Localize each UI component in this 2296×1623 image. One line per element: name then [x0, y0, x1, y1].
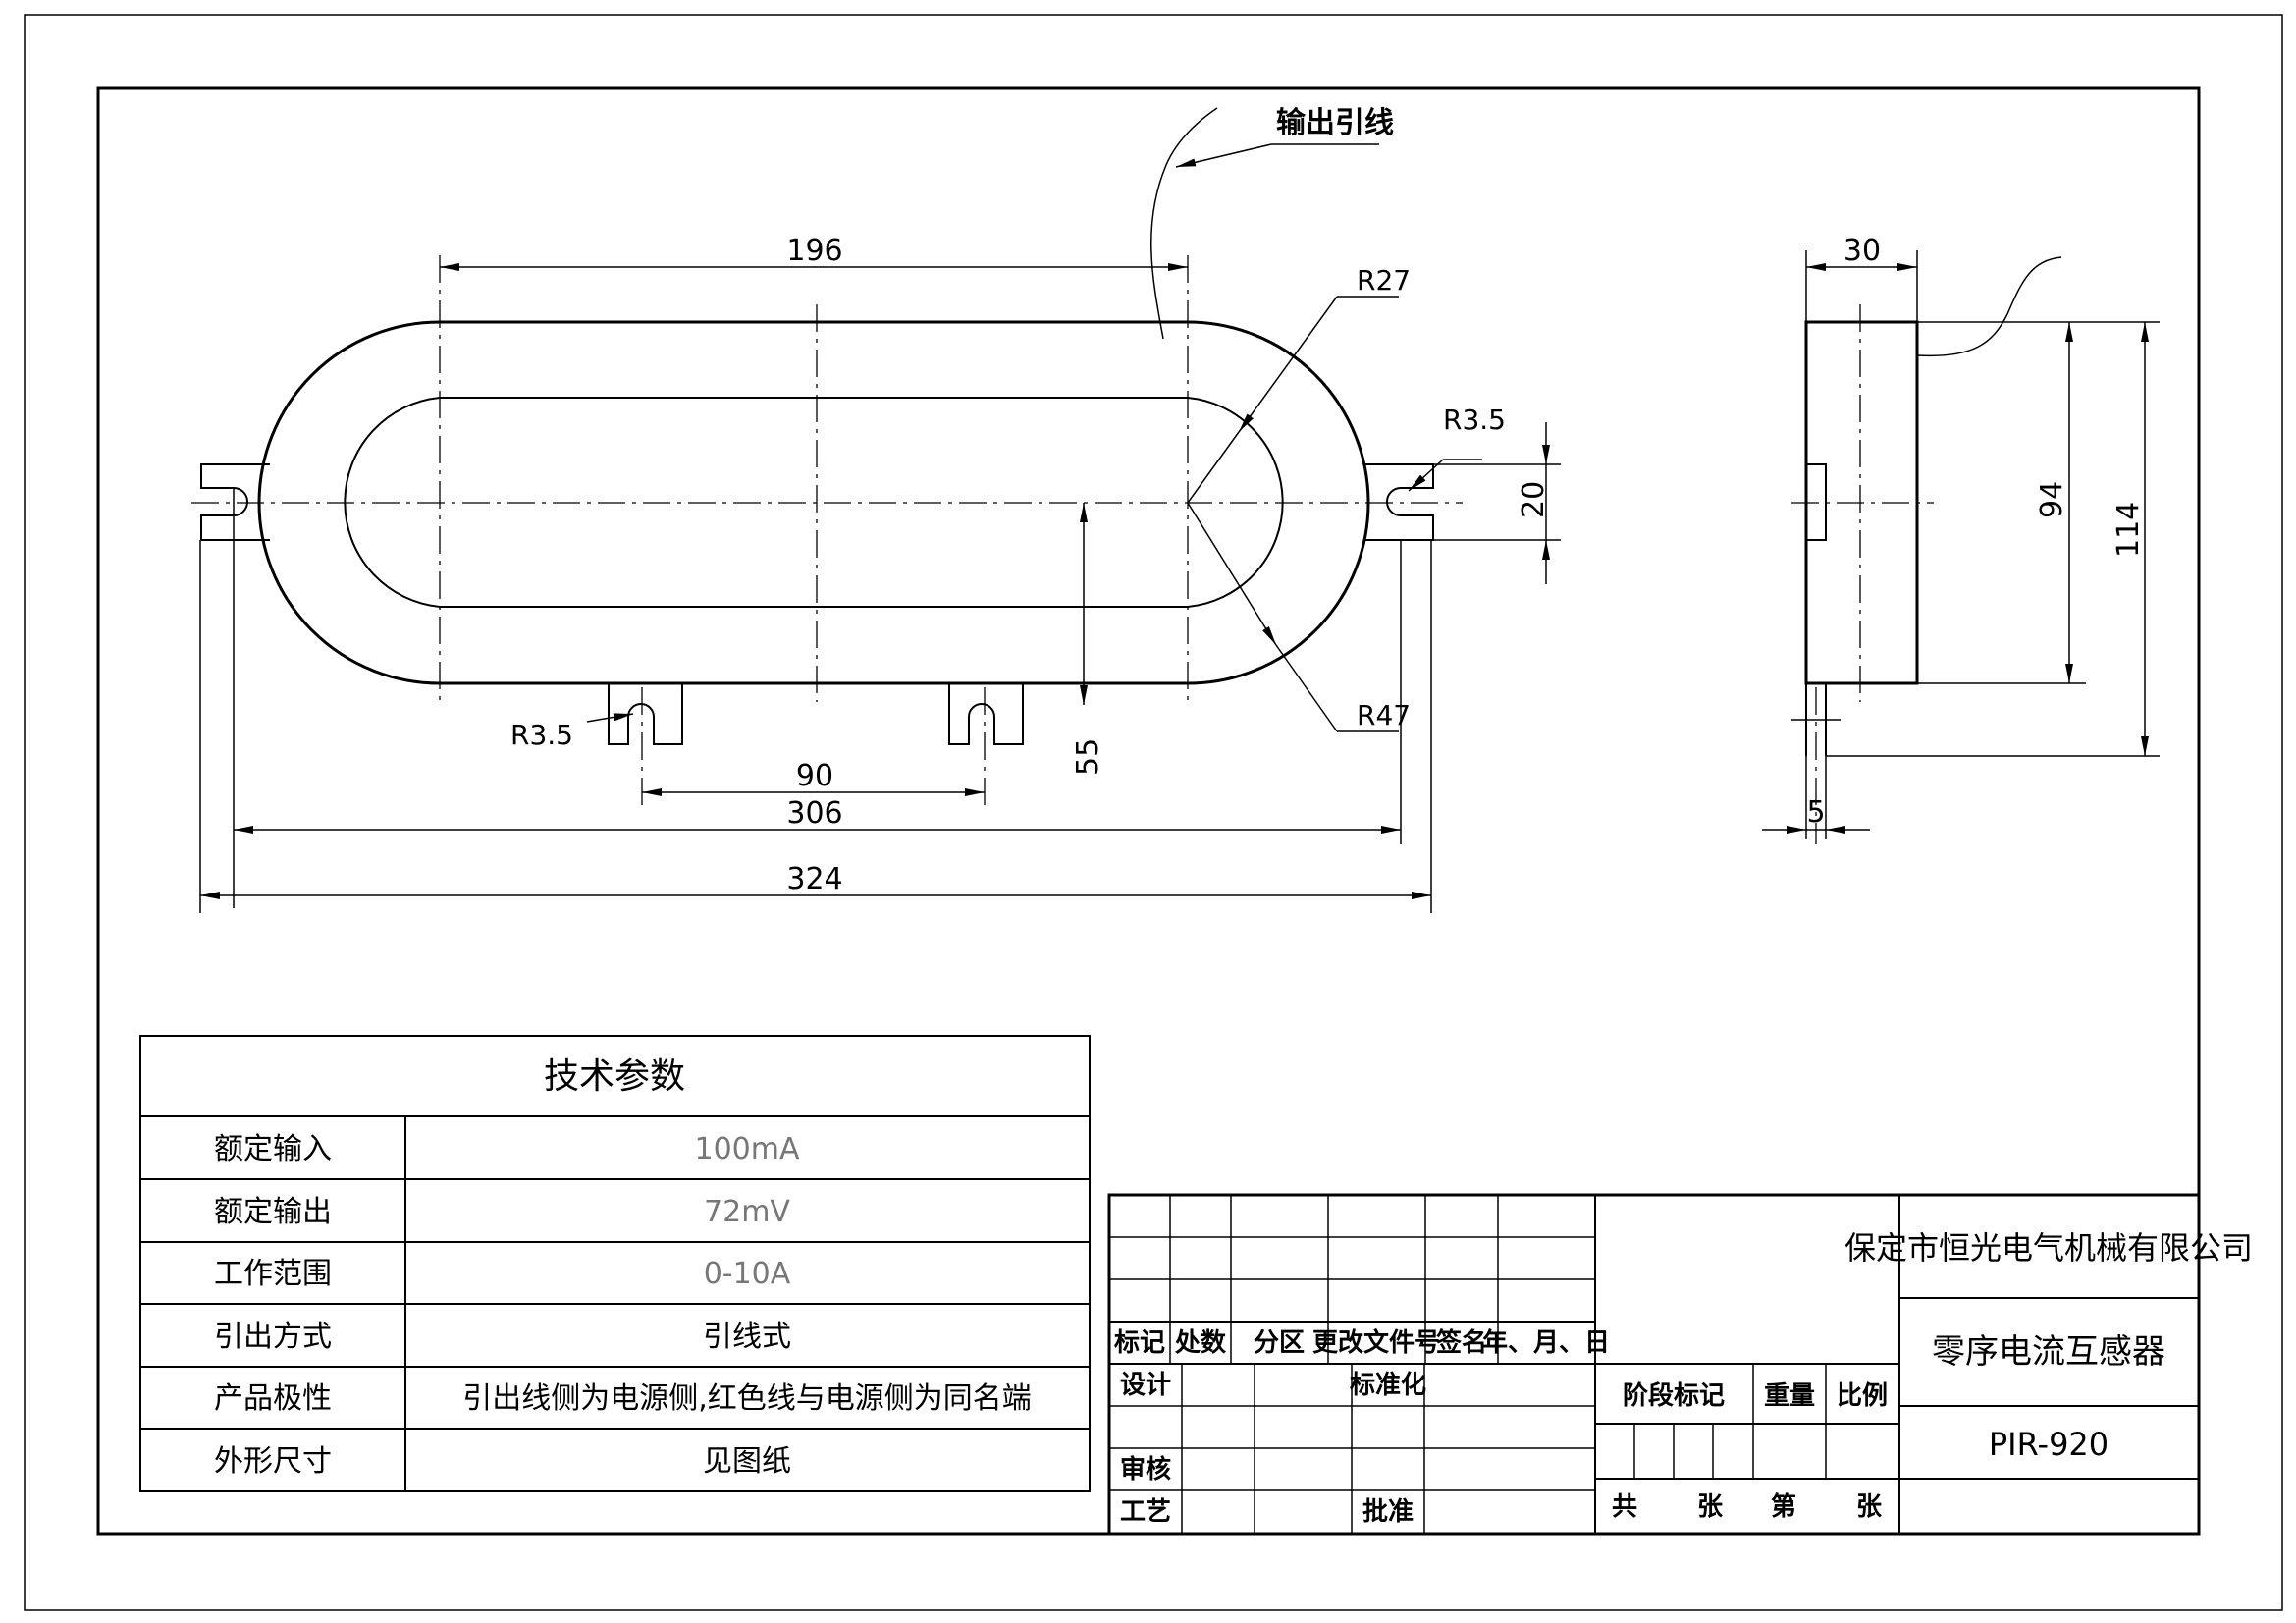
dim-90: 90 — [796, 759, 833, 793]
tech-params-table: 技术参数 额定输入 100mA 额定输出 72mV 工作范围 0-10A 引出方… — [139, 1035, 1091, 1492]
param-label: 引出方式 — [214, 1320, 332, 1354]
dim-r47: R47 — [1357, 699, 1411, 731]
tb-doc-no: 更改文件号 — [1312, 1327, 1440, 1358]
tb-scale: 比例 — [1837, 1381, 1888, 1411]
tb-sheet1: 张 — [1697, 1492, 1724, 1522]
tb-number: 第 — [1771, 1491, 1796, 1522]
inner-frame — [96, 86, 2201, 1536]
front-view: 196 90 306 324 55 20 R27 R47 R3.5 — [191, 106, 1561, 913]
dim-30: 30 — [1843, 234, 1881, 268]
param-value: 0-10A — [704, 1257, 791, 1291]
tb-date: 年、月、日 — [1482, 1327, 1610, 1358]
tb-process: 工艺 — [1120, 1497, 1171, 1527]
tb-count: 处数 — [1174, 1328, 1227, 1358]
tb-mark: 标记 — [1114, 1328, 1165, 1358]
tb-weight: 重量 — [1764, 1381, 1815, 1411]
tb-zone: 分区 — [1254, 1328, 1305, 1358]
tb-standardize: 标准化 — [1350, 1371, 1426, 1400]
dim-r27: R27 — [1357, 264, 1411, 297]
lead-wire-label: 输出引线 — [1276, 106, 1394, 140]
param-value: 100mA — [694, 1132, 799, 1166]
dim-20: 20 — [1517, 481, 1551, 518]
tb-stage-mark: 阶段标记 — [1623, 1380, 1725, 1411]
side-view: 30 94 114 5 — [1762, 234, 2160, 844]
param-label: 额定输入 — [214, 1132, 332, 1166]
tb-design: 设计 — [1120, 1371, 1171, 1400]
param-value: 引线式 — [703, 1320, 791, 1354]
dim-196: 196 — [786, 234, 842, 268]
param-label: 产品极性 — [214, 1381, 332, 1416]
dim-r35-right: R3.5 — [1443, 404, 1506, 436]
dim-114: 114 — [2111, 502, 2146, 558]
dim-5: 5 — [1806, 795, 1825, 830]
dim-94: 94 — [2035, 481, 2069, 518]
param-label: 额定输出 — [214, 1195, 332, 1229]
param-label: 外形尺寸 — [214, 1444, 332, 1479]
title-block: 标记 处数 分区 更改文件号 签名 年、月、日 设计 标准化 审核 工艺 批准 … — [1107, 1193, 2253, 1536]
param-value: 72mV — [704, 1195, 790, 1229]
tech-params-title: 技术参数 — [544, 1056, 685, 1097]
dim-306: 306 — [786, 796, 842, 831]
tb-model: PIR-920 — [1989, 1426, 2109, 1463]
dim-324: 324 — [786, 862, 842, 896]
tb-total: 共 — [1612, 1492, 1637, 1522]
left-mounting-tab — [200, 463, 270, 908]
tb-company: 保定市恒光电气机械有限公司 — [1844, 1229, 2253, 1267]
param-value: 见图纸 — [703, 1444, 791, 1479]
right-mounting-tab — [1364, 463, 1434, 844]
tb-product-name: 零序电流互感器 — [1932, 1332, 2165, 1372]
dim-r35-left: R3.5 — [510, 719, 573, 751]
param-value: 引出线侧为电源侧,红色线与电源侧为同名端 — [462, 1381, 1032, 1416]
tb-sign: 签名 — [1436, 1327, 1487, 1358]
dim-55: 55 — [1071, 738, 1105, 776]
outer-border — [24, 14, 2283, 1611]
bottom-foot-left — [608, 683, 683, 745]
bottom-foot-right — [948, 683, 1024, 745]
tb-approve: 批准 — [1362, 1497, 1414, 1527]
tb-sheet2: 张 — [1856, 1492, 1883, 1522]
tb-review: 审核 — [1120, 1454, 1171, 1485]
param-label: 工作范围 — [214, 1257, 332, 1291]
